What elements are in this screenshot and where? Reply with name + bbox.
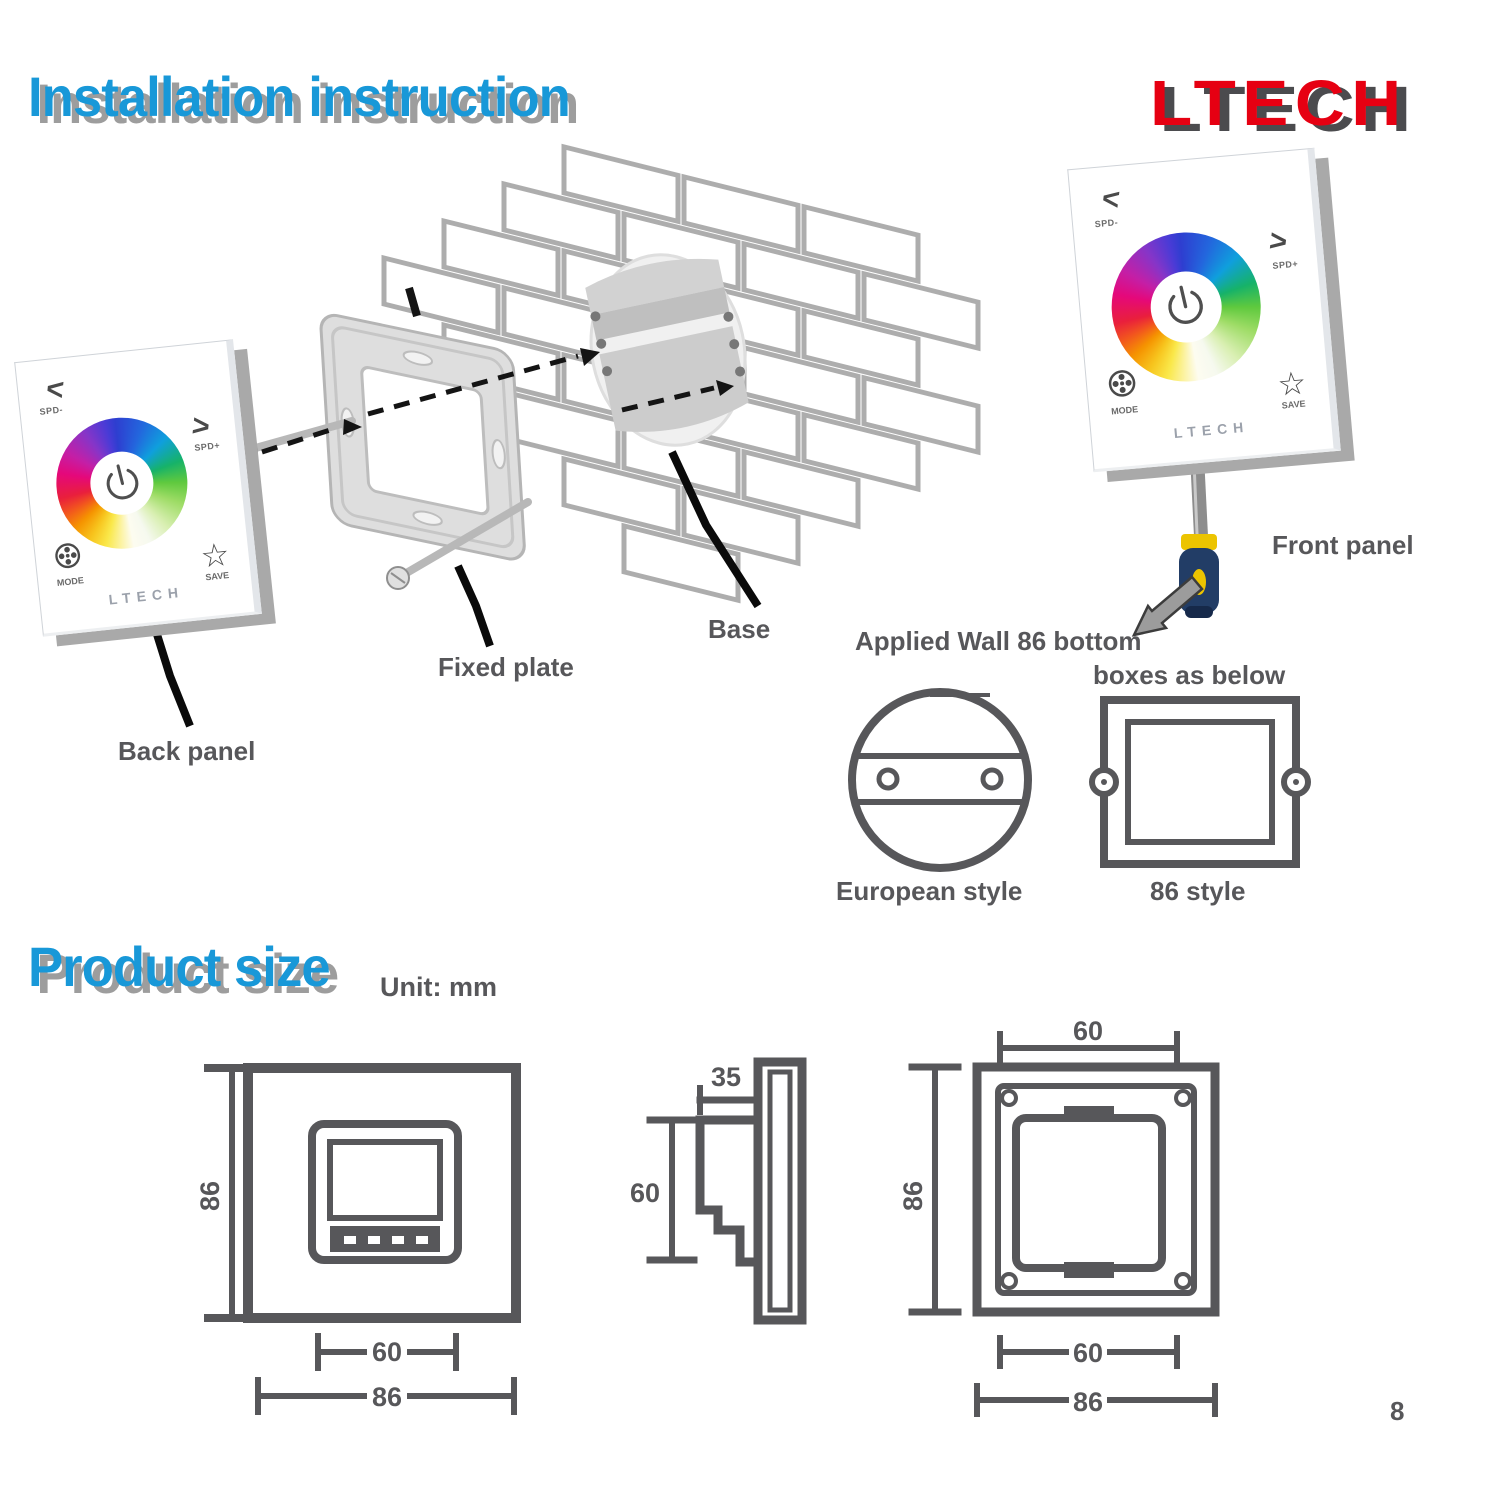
power-icon[interactable] (42, 404, 201, 563)
mode-button[interactable]: MODE (51, 539, 86, 588)
dim-back-height: 86 (898, 1181, 928, 1211)
wall-box-note-line2: boxes as below (1093, 660, 1286, 690)
star-icon: ☆ (1275, 364, 1308, 403)
dim-front-height: 86 (195, 1181, 225, 1211)
dim-back-top-width: 60 (1073, 1016, 1103, 1046)
label-base: Base (708, 614, 771, 644)
spd-minus-label: SPD- (39, 404, 64, 418)
spd-plus-label: SPD+ (1272, 258, 1299, 271)
mode-icon (55, 543, 81, 569)
page-number: 8 (1390, 1396, 1405, 1426)
touch-panel-back: < SPD- > SPD+ MODE ☆ SAVE LTECH (14, 339, 262, 637)
color-wheel[interactable] (42, 403, 202, 564)
dim-front-width: 86 (372, 1382, 402, 1412)
front-view-drawing (204, 1063, 521, 1415)
dim-back-width: 86 (1073, 1387, 1103, 1417)
square-box-drawing (1089, 696, 1311, 868)
save-button[interactable]: ☆ SAVE (1275, 364, 1308, 411)
save-label: SAVE (1281, 398, 1306, 411)
dim-side-height: 60 (630, 1178, 660, 1208)
section-title-installation: Installation instruction (28, 65, 571, 128)
dim-side-depth: 35 (711, 1062, 741, 1092)
label-fixed-plate: Fixed plate (438, 652, 574, 682)
label-back-panel: Back panel (118, 736, 256, 766)
spd-plus-label: SPD+ (193, 440, 221, 453)
mode-label: MODE (56, 575, 85, 589)
alignment-arrows (261, 286, 734, 455)
ltech-logo: LTECH (1150, 67, 1408, 139)
section-title-product-size: Product size (28, 935, 331, 998)
round-box-drawing (848, 688, 1032, 872)
wall-box-note-line1: Applied Wall 86 bottom (855, 626, 1142, 656)
mode-button[interactable]: MODE (1105, 366, 1141, 417)
remove-direction-arrow (1131, 575, 1204, 637)
mode-label: MODE (1110, 404, 1139, 417)
brick-wall (381, 143, 981, 604)
save-button[interactable]: ☆ SAVE (198, 535, 232, 583)
star-icon: ☆ (198, 535, 232, 575)
spd-minus-label: SPD- (1094, 217, 1119, 230)
label-front-panel: Front panel (1272, 530, 1414, 560)
fixed-plate (319, 313, 526, 561)
side-view-drawing (646, 1057, 807, 1325)
mode-icon (1109, 370, 1136, 397)
label-86-style-box: 86 style (1150, 876, 1246, 906)
screw-2 (386, 498, 532, 590)
power-icon[interactable] (1097, 218, 1275, 396)
color-wheel[interactable] (1097, 217, 1276, 397)
label-european-style-box: European style (836, 876, 1023, 906)
touch-panel-front: < SPD- > SPD+ MODE ☆ SAVE LTECH (1067, 147, 1341, 473)
back-view-drawing (908, 1031, 1220, 1417)
dim-back-inner-width: 60 (1073, 1338, 1103, 1368)
unit-note: Unit: mm (380, 972, 497, 1002)
chevron-left-icon[interactable]: < (44, 372, 66, 408)
panel-brand: LTECH (1173, 418, 1250, 442)
chevron-right-icon[interactable]: > (190, 409, 212, 444)
dim-front-inner-width: 60 (372, 1337, 402, 1367)
chevron-left-icon[interactable]: < (1100, 181, 1122, 217)
chevron-right-icon[interactable]: > (1267, 224, 1289, 260)
